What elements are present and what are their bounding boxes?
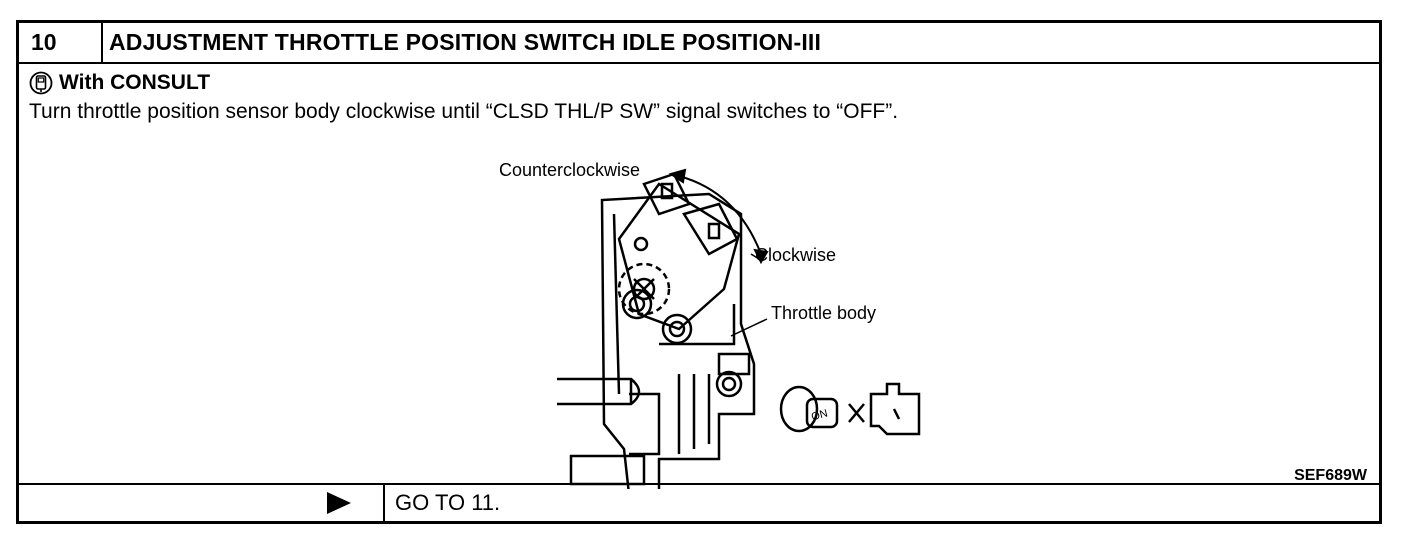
goto-action: GO TO 11. [395, 490, 501, 515]
ignition-key-drawing: ON [779, 385, 839, 433]
throttle-position-sensor-drawing [617, 172, 741, 345]
throttle-body-drawing [600, 192, 756, 489]
rotation-arrow [668, 168, 769, 265]
result-arrow-cell [19, 485, 385, 521]
step-body: With CONSULT Turn throttle position sens… [19, 64, 1379, 489]
instruction-text: Turn throttle position sensor body clock… [29, 100, 899, 123]
step-number: 10 [19, 23, 103, 62]
counterclockwise-label: Counterclockwise [499, 160, 640, 180]
procedure-table: 10 ADJUSTMENT THROTTLE POSITION SWITCH I… [16, 20, 1382, 524]
engine-icon [848, 382, 921, 436]
intake-pipe-drawing [557, 377, 646, 486]
step-header: 10 ADJUSTMENT THROTTLE POSITION SWITCH I… [19, 23, 1379, 64]
right-arrow-icon [327, 492, 351, 514]
step-title: ADJUSTMENT THROTTLE POSITION SWITCH IDLE… [109, 29, 822, 55]
clockwise-label: Clockwise [755, 245, 836, 265]
consult-device-icon [29, 71, 53, 95]
throttle-body-label: Throttle body [771, 303, 876, 323]
consult-label: With CONSULT [59, 71, 211, 94]
figure-code: SEF689W [1294, 467, 1367, 484]
ignition-on-label: ON [810, 407, 829, 423]
step-footer: GO TO 11. [19, 483, 1379, 521]
consult-heading: With CONSULT [29, 71, 210, 95]
throttle-sensor-figure: ON Counterclockwise Clockwise Throttle b… [499, 160, 921, 489]
